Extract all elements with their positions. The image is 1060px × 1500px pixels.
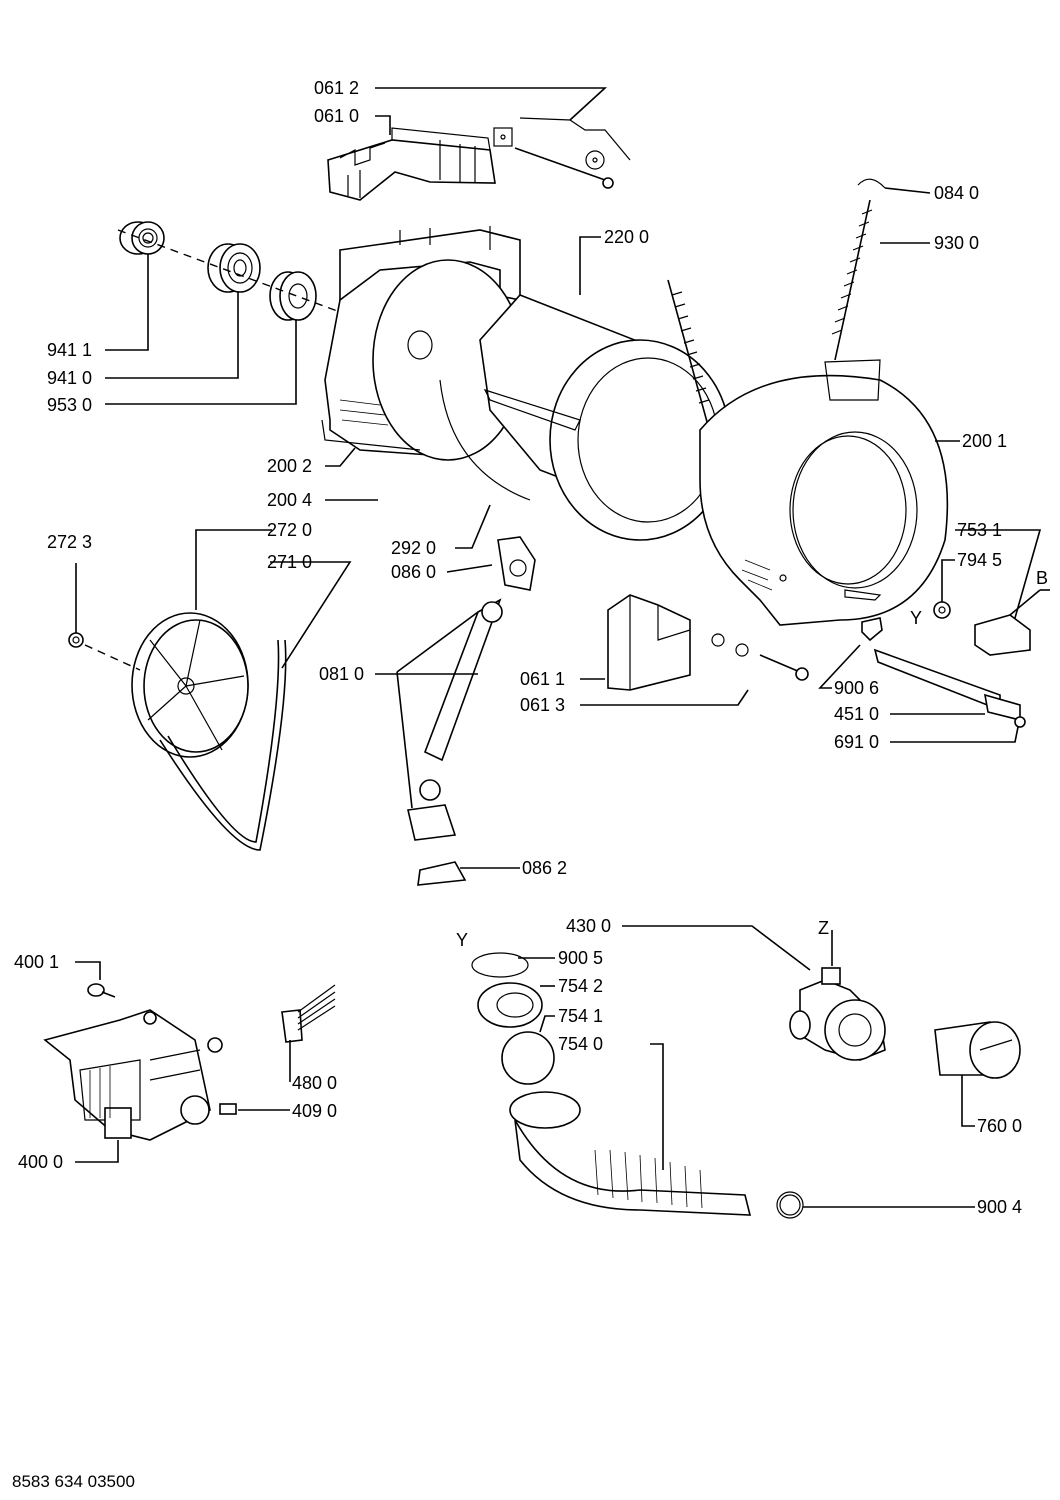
label-9300: 930 0 <box>934 233 979 253</box>
part-409-0 <box>219 1103 237 1115</box>
ring-900-5 <box>471 952 529 978</box>
carbon-brush-480-0 <box>281 984 336 1043</box>
spring-930-0 <box>831 178 886 361</box>
nut-272-3 <box>68 632 141 671</box>
pump-430-0 <box>789 967 886 1061</box>
label-4001: 400 1 <box>14 952 59 972</box>
label-4800: 480 0 <box>292 1073 337 1093</box>
bolt-061-2 <box>493 117 631 189</box>
label-4090: 409 0 <box>292 1101 337 1121</box>
gasket-900-6 <box>861 617 883 642</box>
label-9411: 941 1 <box>47 340 92 360</box>
label-0810: 081 0 <box>319 664 364 684</box>
label-9410: 941 0 <box>47 368 92 388</box>
label-0612: 061 2 <box>314 78 359 98</box>
label-0611: 061 1 <box>520 669 565 689</box>
clamp-900-4 <box>776 1191 804 1219</box>
thermostat-753-1 <box>974 589 1041 656</box>
document-number: 8583 634 03500 <box>12 1472 135 1491</box>
label-0860: 086 0 <box>391 562 436 582</box>
bearing-941-0 <box>207 243 261 293</box>
label-2723: 272 3 <box>47 532 92 552</box>
label-2200: 220 0 <box>604 227 649 247</box>
label-7600: 760 0 <box>977 1116 1022 1136</box>
screw-400-1 <box>87 983 116 998</box>
label-7542: 754 2 <box>558 976 603 996</box>
label-9005: 900 5 <box>558 948 603 968</box>
rear-tub-200-2 <box>321 226 524 461</box>
label-2001: 200 1 <box>962 431 1007 451</box>
label-2710: 271 0 <box>267 552 312 572</box>
motor-400-0 <box>43 1009 223 1141</box>
label-9530: 953 0 <box>47 395 92 415</box>
seal-953-0 <box>269 271 317 321</box>
leader-lines <box>75 87 1050 1208</box>
heater-451-0 <box>873 648 1026 728</box>
label-2002: 200 2 <box>267 456 312 476</box>
bearing-941-1 <box>119 221 165 255</box>
label-9006: 900 6 <box>834 678 879 698</box>
sump-hose-754-0 <box>509 1091 752 1216</box>
seal-794-5 <box>933 601 951 619</box>
bracket-061-1 <box>607 594 809 691</box>
pulley-272-0 <box>131 612 249 758</box>
label-Y-upper: Y <box>910 608 922 628</box>
label-9004: 900 4 <box>977 1197 1022 1217</box>
shock-absorber-081-0 <box>407 536 536 886</box>
label-2920: 292 0 <box>391 538 436 558</box>
part-labels: 061 2 061 0 084 0 220 0 930 0 941 1 941 … <box>14 78 1048 1217</box>
ball-754-1 <box>501 1031 555 1085</box>
collar-754-2 <box>477 982 543 1028</box>
label-0610: 061 0 <box>314 106 359 126</box>
label-7531: 753 1 <box>957 520 1002 540</box>
shaft-axis-line <box>117 229 341 313</box>
label-0840: 084 0 <box>934 183 979 203</box>
label-Y-lower: Y <box>456 930 468 950</box>
label-7945: 794 5 <box>957 550 1002 570</box>
label-7540: 754 0 <box>558 1034 603 1054</box>
front-tub-200-1 <box>699 359 949 626</box>
belt-271-0 <box>159 639 287 851</box>
label-7541: 754 1 <box>558 1006 603 1026</box>
spring-left <box>667 279 713 441</box>
label-B: B <box>1036 568 1048 588</box>
label-4510: 451 0 <box>834 704 879 724</box>
label-0862: 086 2 <box>522 858 567 878</box>
label-6910: 691 0 <box>834 732 879 752</box>
label-2720: 272 0 <box>267 520 312 540</box>
filter-760-0 <box>934 1021 1021 1079</box>
label-4000: 400 0 <box>18 1152 63 1172</box>
label-2004: 200 4 <box>267 490 312 510</box>
top-counterweight-part <box>327 127 496 201</box>
label-0613: 061 3 <box>520 695 565 715</box>
label-4300: 430 0 <box>566 916 611 936</box>
label-Z: Z <box>818 918 829 938</box>
